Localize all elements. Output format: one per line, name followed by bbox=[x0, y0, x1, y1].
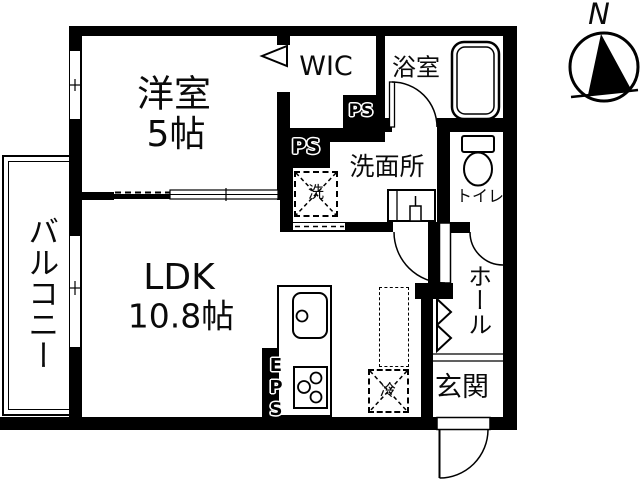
compass-north-label: N bbox=[588, 0, 610, 31]
wall-bottom bbox=[0, 417, 437, 430]
wall-hall-upper bbox=[428, 222, 440, 285]
toilet-icon bbox=[461, 135, 495, 187]
north-compass-icon bbox=[568, 31, 640, 103]
room-western-size: 5帖 bbox=[146, 114, 206, 156]
window-western-ticks bbox=[69, 79, 81, 91]
wall-toilet-left bbox=[437, 132, 450, 232]
washer-x-mark bbox=[295, 172, 337, 216]
sliding-door bbox=[113, 188, 279, 201]
room-balcony-label: バルコニー bbox=[22, 215, 59, 371]
room-washroom-label: 洗面所 bbox=[349, 151, 425, 181]
wall-wic-right bbox=[376, 36, 385, 132]
kitchen-sink-icon bbox=[292, 292, 328, 339]
ps-upper-label: PS bbox=[348, 101, 374, 122]
wall-hall-lower bbox=[421, 297, 433, 430]
wall-western-bottom bbox=[69, 192, 114, 200]
entrance-door bbox=[436, 416, 491, 479]
room-wic-label: WIC bbox=[299, 50, 353, 82]
toilet-door-arc bbox=[469, 231, 504, 266]
washing-machine-label: 洗 bbox=[307, 182, 325, 202]
room-ldk-size: 10.8帖 bbox=[127, 296, 235, 336]
ps-upper-box bbox=[343, 95, 381, 132]
bath-door bbox=[388, 81, 438, 128]
bath-door-opening bbox=[392, 118, 437, 132]
eps-label: EPS bbox=[265, 355, 287, 421]
wall-washroom-left bbox=[280, 160, 293, 232]
refrigerator-label: 冷 bbox=[379, 380, 397, 400]
wic-entry-arrow-icon bbox=[259, 44, 288, 68]
room-ldk-label: LDK bbox=[143, 257, 215, 299]
wall-hall-step bbox=[415, 283, 453, 299]
room-hall-label: ホール bbox=[463, 264, 492, 336]
room-entrance-label: 玄関 bbox=[435, 371, 489, 403]
stove-icon bbox=[293, 366, 328, 409]
ps-lower-label: PS bbox=[291, 134, 321, 159]
room-bath-label: 浴室 bbox=[392, 53, 440, 82]
hall-closet-folding-door bbox=[436, 296, 453, 354]
washroom-vent-slot bbox=[293, 223, 345, 230]
room-toilet-label: トイレ bbox=[455, 186, 505, 206]
refrigerator-box bbox=[368, 369, 409, 413]
counter-dashed-box bbox=[379, 287, 409, 367]
fridge-x-mark bbox=[369, 370, 408, 412]
washroom-door bbox=[393, 222, 452, 284]
window-ldk-ticks bbox=[69, 281, 81, 295]
room-western-label: 洋室 bbox=[137, 72, 211, 116]
genkan-step-lines bbox=[428, 353, 503, 362]
wall-top bbox=[70, 26, 517, 36]
washbasin-icon bbox=[387, 189, 436, 222]
bathtub-icon bbox=[450, 40, 501, 121]
washing-machine-box bbox=[294, 171, 338, 217]
